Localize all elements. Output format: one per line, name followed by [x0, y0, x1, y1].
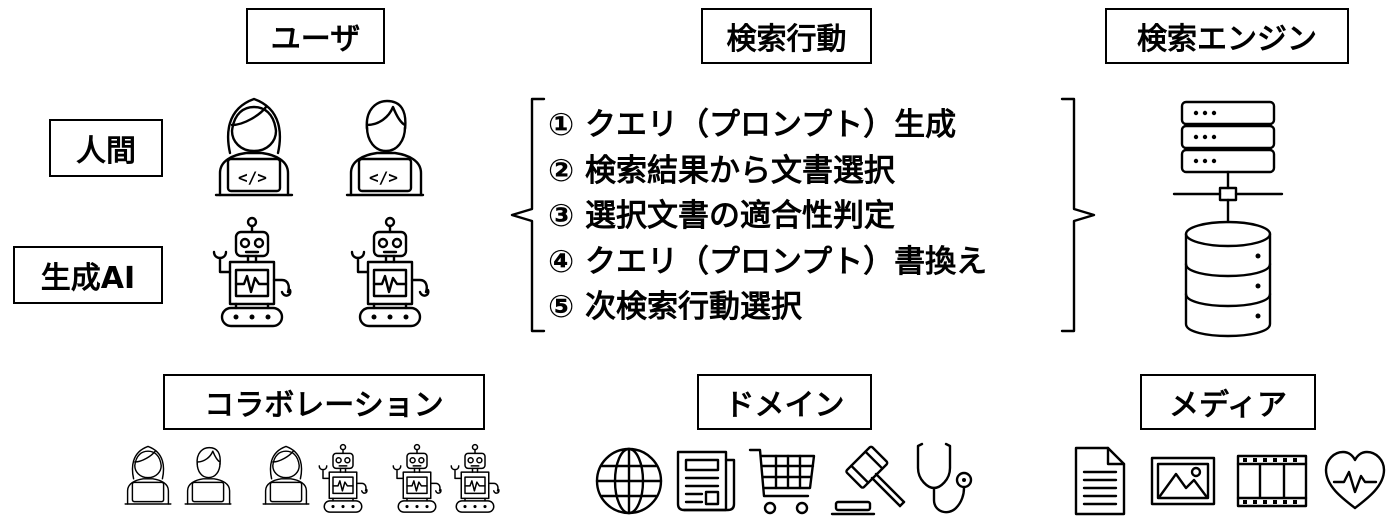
gavel-icon: [830, 445, 906, 516]
domain-header: ドメイン: [697, 374, 872, 430]
robot-icon: [392, 443, 442, 513]
step-item: ④ クエリ（プロンプト）書換え: [548, 243, 988, 280]
step-item: ② 検索結果から文書選択: [548, 152, 896, 189]
right-brace: [1060, 97, 1096, 333]
laptop-code-glyph: </>: [369, 168, 398, 187]
robot-icon: [318, 443, 368, 513]
robot-icon: [350, 216, 430, 328]
woman-user-icon: [262, 445, 310, 505]
film-icon: [1236, 454, 1308, 508]
user-header: ユーザ: [246, 8, 385, 64]
gen-ai-label: 生成AI: [13, 246, 163, 304]
left-brace: [510, 97, 546, 333]
human-label: 人間: [49, 119, 163, 177]
robot-icon: [450, 443, 500, 513]
heartbeat-icon: [1324, 450, 1386, 510]
woman-user-icon: [124, 445, 172, 505]
step-item: ① クエリ（プロンプト）生成: [548, 107, 957, 143]
newspaper-icon: [676, 450, 736, 512]
laptop-code-glyph: </>: [238, 168, 267, 187]
step-item: ③ 選択文書の適合性判定: [548, 198, 896, 234]
step-item: ⑤ 次検索行動選択: [548, 289, 803, 325]
search-action-header: 検索行動: [701, 8, 872, 64]
server-stack-icon: [1172, 100, 1284, 338]
globe-icon: [595, 447, 663, 515]
shopping-cart-icon: [748, 448, 816, 515]
document-icon: [1074, 446, 1126, 516]
man-user-icon: [184, 446, 232, 505]
image-icon: [1150, 456, 1216, 506]
robot-icon: [212, 216, 292, 328]
media-header: メディア: [1140, 374, 1316, 430]
search-engine-header: 検索エンジン: [1105, 8, 1349, 64]
search-action-steps: ① クエリ（プロンプト）生成 ② 検索結果から文書選択 ③ 選択文書の適合性判定…: [548, 103, 987, 331]
stethoscope-icon: [916, 442, 973, 514]
database-icon: [1184, 220, 1272, 338]
collaboration-header: コラボレーション: [163, 374, 485, 430]
